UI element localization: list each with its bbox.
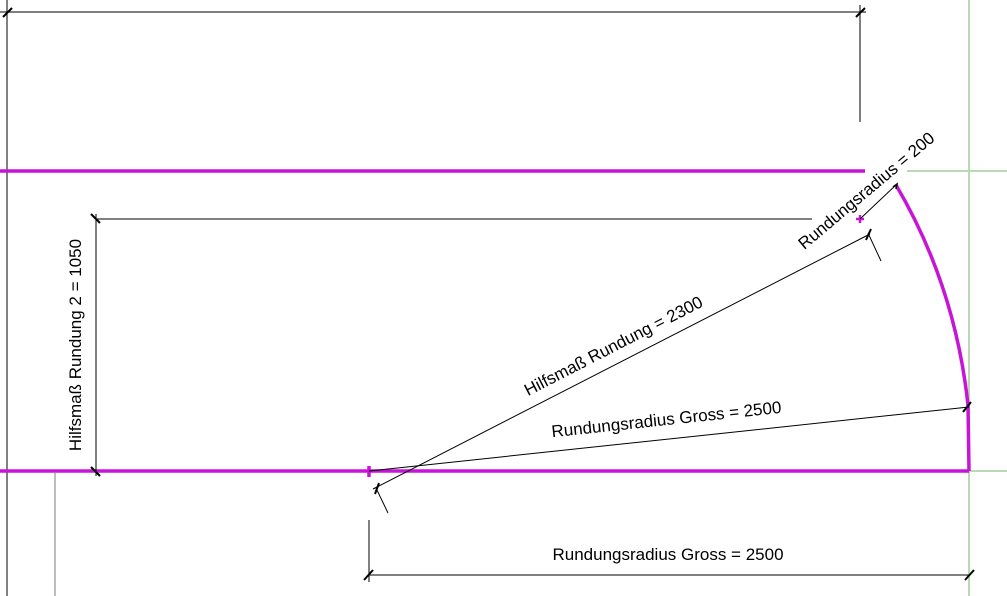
dimension-tick [964, 569, 975, 581]
dimension-line-radius-small[interactable] [859, 183, 898, 220]
dimension-label-radius-large-diag[interactable]: Rundungsradius Gross = 2500 [551, 398, 783, 441]
dimension-tick [90, 466, 101, 477]
witness-line-helper-start [375, 487, 389, 514]
dimension-tick [962, 401, 972, 413]
dimension-label-radius-small[interactable]: Rundungsradius = 200 [795, 128, 939, 253]
dimension-line-helper[interactable] [372, 233, 871, 490]
dimension-tick [855, 7, 866, 18]
dimension-label-helper[interactable]: Hilfsmaß Rundung = 2300 [521, 292, 706, 399]
dimension-tick [363, 569, 374, 581]
dimension-tick [2, 7, 13, 18]
dimension-label-radius-large-horiz[interactable]: Rundungsradius Gross = 2500 [552, 545, 783, 564]
dimension-tick [90, 213, 101, 224]
dimension-line-radius-large-diag[interactable] [368, 406, 970, 472]
witness-line-helper-end [867, 232, 882, 262]
radius-arrow [892, 182, 899, 190]
dimension-tick [865, 228, 872, 241]
geometry-arc-large-radius[interactable] [894, 184, 971, 472]
dimension-tick [374, 482, 380, 495]
dimension-label-helper-2[interactable]: Hilfsmaß Rundung 2 = 1050 [66, 239, 85, 451]
